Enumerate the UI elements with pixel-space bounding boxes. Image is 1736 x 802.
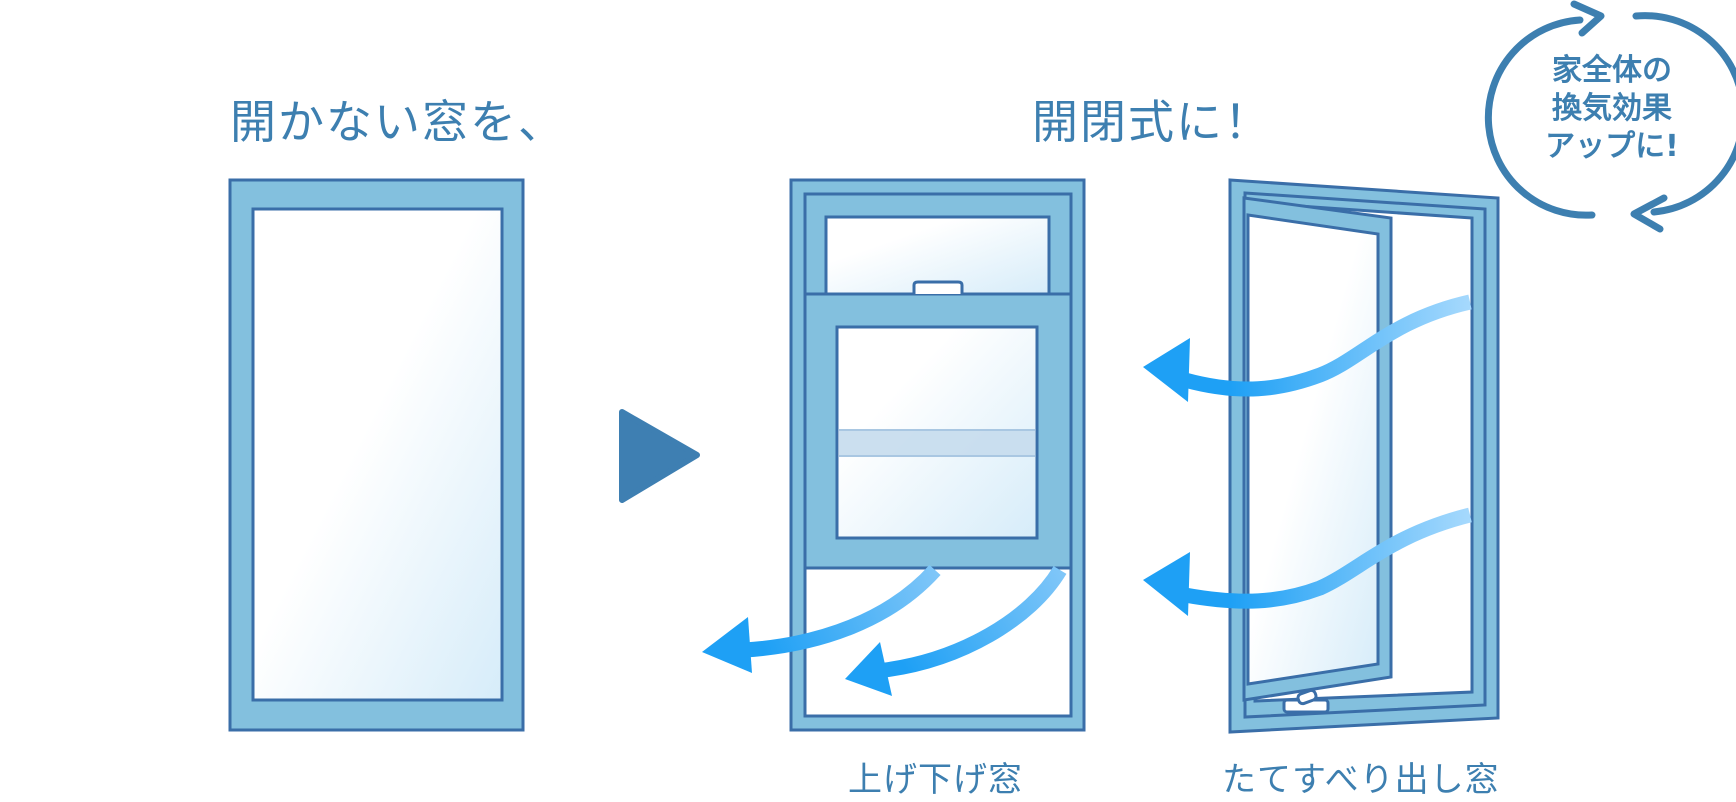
heading-before: 開かない窓を、 — [230, 95, 566, 149]
arrow-head-outflow-1 — [702, 617, 752, 673]
fixed-window-glass — [251, 207, 504, 702]
sash-lock-handle — [912, 280, 964, 294]
badge-line-3: アップに! — [1545, 129, 1679, 164]
badge-arrowhead-bottom — [1630, 194, 1668, 233]
outflow-arrows — [702, 564, 1067, 696]
ventilation-badge: 家全体の 換気効果 アップに! — [1512, 52, 1712, 166]
casement-sash-glass — [1246, 213, 1380, 686]
caption-casement: たてすべり出し窓 — [1222, 760, 1500, 800]
curved-arrow-icon — [744, 564, 941, 658]
casement-window — [1228, 178, 1500, 734]
fixed-window — [228, 178, 525, 732]
heading-after: 開閉式に！ — [1032, 95, 1272, 149]
curved-arrow-icon — [884, 566, 1067, 678]
arrow-head-inflow-1 — [1143, 338, 1190, 402]
badge-line-2: 換気効果 — [1552, 91, 1672, 126]
double-hung-window — [789, 178, 1086, 732]
sash-overlap-band — [839, 430, 1035, 456]
badge-arc-right — [1632, 12, 1736, 216]
play-triangle-icon — [619, 409, 700, 503]
curved-arrow-icon — [1183, 294, 1472, 397]
arrow-head-inflow-2 — [1143, 552, 1190, 616]
arrow-head-outflow-2 — [845, 642, 892, 696]
badge-line-1: 家全体の — [1552, 53, 1672, 88]
badge-arc-left — [1484, 16, 1596, 219]
badge-arrowhead-top — [1570, 0, 1605, 37]
inflow-arrows — [1143, 294, 1472, 616]
caption-double-hung: 上げ下げ窓 — [848, 760, 1023, 800]
circular-arrows-icon — [1484, 0, 1736, 233]
casement-crank-handle — [1296, 688, 1318, 706]
curved-arrow-icon — [1183, 507, 1472, 609]
